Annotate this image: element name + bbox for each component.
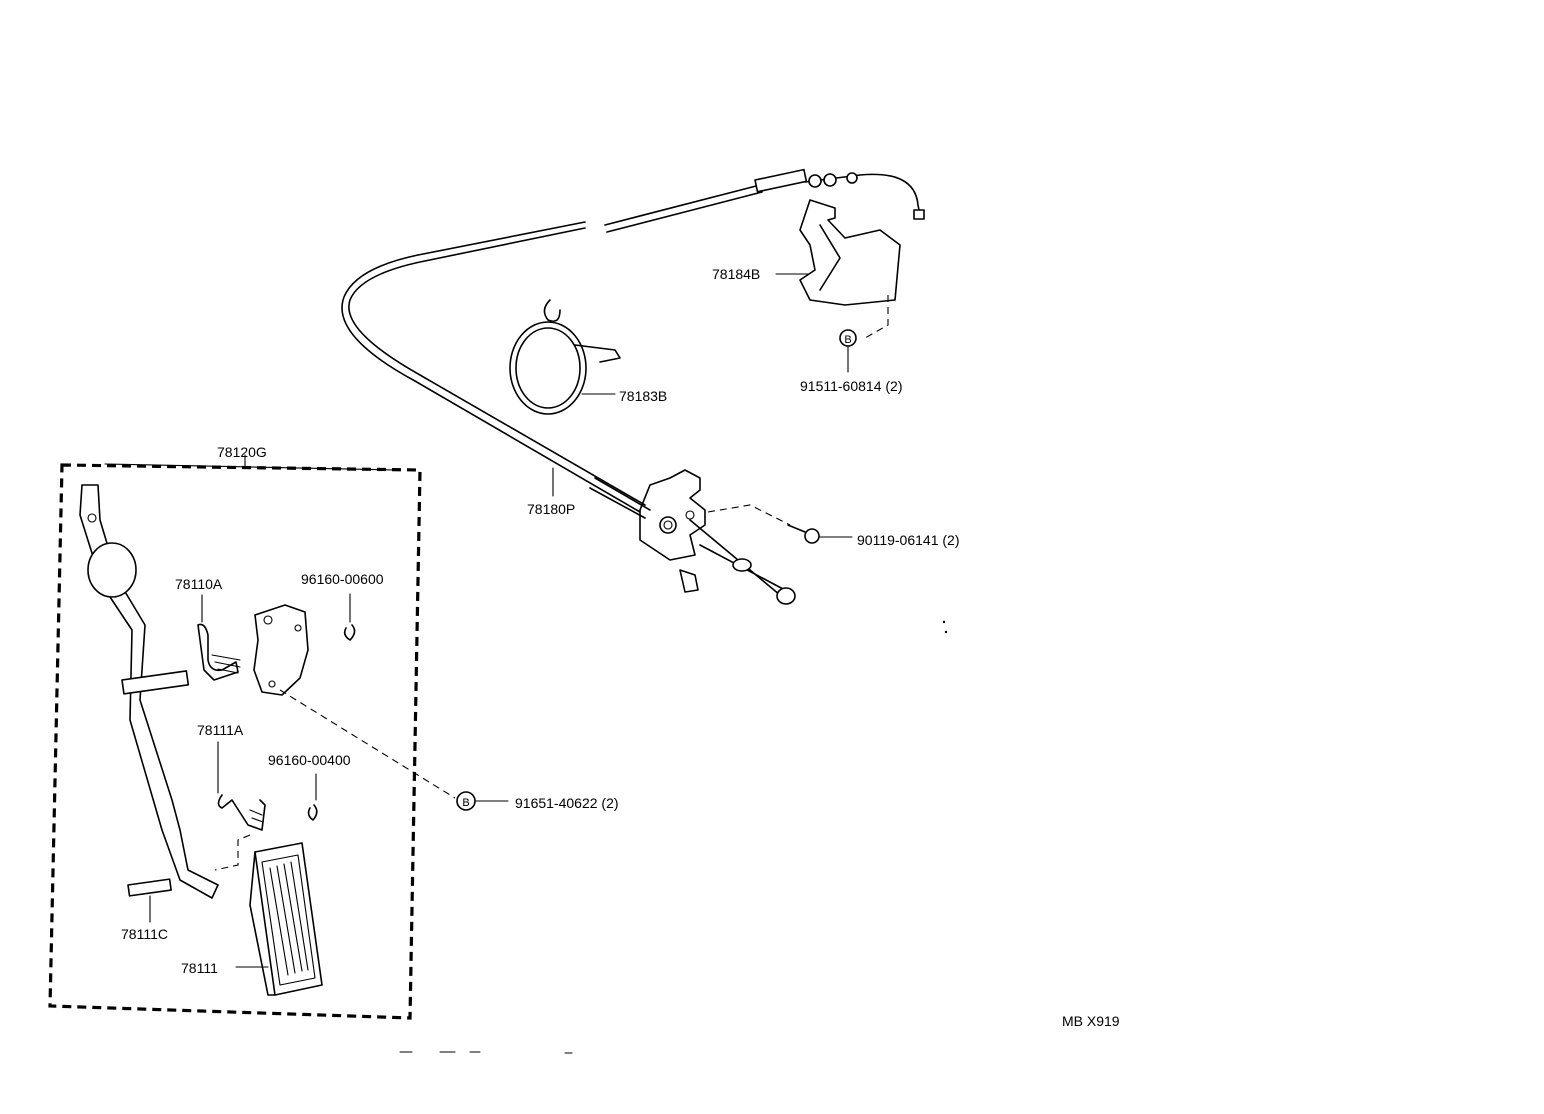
pedal-spring [214,741,266,871]
label-bolt-c: 90119-06141 (2) [857,532,960,548]
label-cable: 78180P [527,501,576,517]
label-pin: 78111C [121,926,168,942]
stray-marks [399,620,948,1054]
label-assembly: 78120G [217,444,267,460]
clips [307,593,356,821]
label-clamp: 78183B [619,388,668,404]
return-spring [197,594,241,681]
accelerator-cable [341,168,925,519]
cable-bracket [775,199,901,373]
label-spring: 78111A [197,722,244,738]
assembly-outline [48,454,422,1020]
pedal-pad [235,842,323,996]
label-clip-a: 96160-00600 [301,571,384,587]
label-pedal-pad: 78111 [181,960,218,976]
pin [127,878,172,923]
label-pedal-lever: 78110A [175,576,223,592]
cable-clamp [509,299,621,415]
label-clip-b: 96160-00400 [268,752,351,768]
label-bracket: 78184B [712,266,761,282]
bolt-marker-b-upper: B [844,334,851,346]
label-bolt-b: 91651-40622 (2) [515,795,619,811]
pedal-arm [79,484,219,899]
throttle-lever [639,469,853,605]
diagram-code: MB X919 [1062,1013,1120,1029]
pedal-bracket [253,604,509,811]
bolt-marker-b-lower: B [462,797,469,809]
label-bolt-a: 91511-60814 (2) [800,378,903,394]
